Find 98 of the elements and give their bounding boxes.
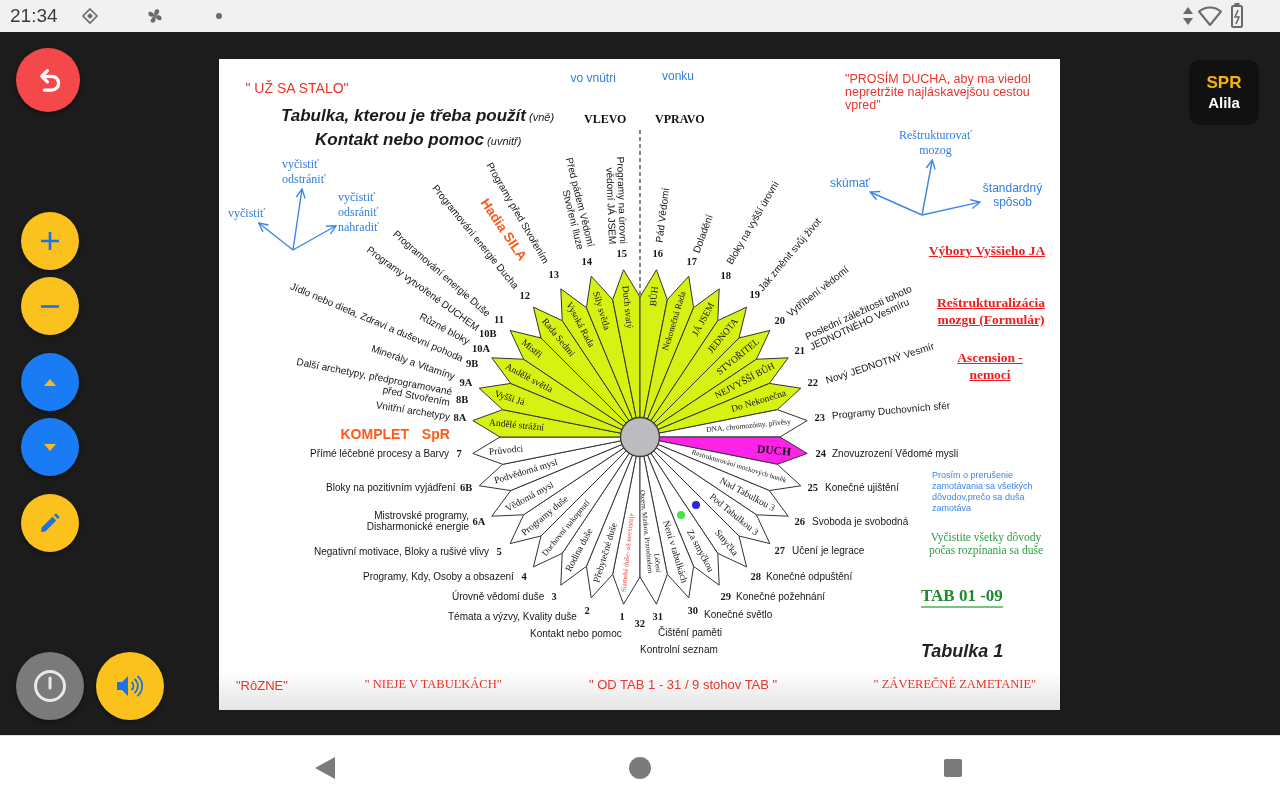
callout-number: 12 bbox=[519, 289, 530, 301]
callout-number: 7 bbox=[456, 447, 462, 459]
arrow-caption: vyčistiť odstrániť bbox=[280, 155, 329, 189]
petal-label: DUCH bbox=[756, 442, 792, 458]
callout-number: 25 bbox=[807, 481, 818, 493]
callout-number: 16 bbox=[652, 247, 663, 259]
subtitle: Kontakt nebo pomoc (uvnitř) bbox=[315, 130, 522, 150]
ray-label: Úrovně vědomí duše bbox=[452, 590, 545, 602]
callout-number: 4 bbox=[521, 570, 527, 582]
petal-label: Průvodci bbox=[488, 443, 525, 458]
callout-number: 10B bbox=[479, 327, 497, 339]
underlined-heading: Ascension - nemoci bbox=[956, 349, 1024, 383]
petal-label: Duch svatý bbox=[619, 285, 635, 332]
petal-label: BŮH bbox=[647, 285, 661, 309]
ray-label: Témata a výzvy, Kvality duše bbox=[448, 610, 577, 622]
arrow bbox=[869, 190, 923, 216]
footer-label: " NIEJE V TABUĽKÁCH" bbox=[364, 676, 502, 692]
callout-number: 2 bbox=[584, 604, 590, 616]
petal-label: Síly světla bbox=[591, 290, 613, 332]
callout-number: 19 bbox=[749, 288, 760, 300]
underlined-heading: Reštrukturalizácia mozgu (Formulár) bbox=[936, 294, 1046, 328]
callout-number: 23 bbox=[814, 411, 825, 423]
ray-label: Kontakt nebo pomoc bbox=[530, 627, 622, 639]
callout-number: 6B bbox=[460, 481, 473, 493]
callout-number: 24 bbox=[815, 447, 826, 459]
callout-number: 30 bbox=[687, 604, 698, 616]
ray-label: Negativní motivace, Bloky a rušivé vlivy bbox=[314, 545, 490, 557]
ray-label: Pád Vědomí bbox=[653, 186, 672, 243]
arrow-caption: skúmať bbox=[828, 174, 872, 192]
footer-label: " OD TAB 1 - 31 / 9 stohov TAB " bbox=[589, 676, 778, 692]
underlined-heading: TAB 01 -09 bbox=[921, 586, 1003, 608]
callout-number: 22 bbox=[807, 376, 818, 388]
ray-label: Konečné ujištění bbox=[825, 481, 899, 493]
ray-label: Mistrovské programy, Disharmonické energie bbox=[365, 510, 469, 532]
ray-label: Svoboda je svobodná bbox=[812, 515, 909, 527]
footer-label: " ZÁVEREČNÉ ZAMETANIE" bbox=[873, 676, 1037, 692]
note-text: Prosím o prerušenie zamotávania sa všetkých dôvodov,prečo sa duša zamotáva bbox=[932, 470, 1034, 514]
callout-number: 17 bbox=[686, 255, 697, 267]
direction-label: vo vnútri bbox=[570, 71, 616, 85]
status-time: 21:34 bbox=[10, 5, 58, 27]
callout-number: 13 bbox=[548, 268, 559, 280]
footer-label: "RôZNE" bbox=[236, 677, 288, 693]
callout-number: 15 bbox=[616, 247, 627, 259]
callout-number: 31 bbox=[652, 610, 663, 622]
side-heading: VLEVO bbox=[584, 111, 627, 127]
side-heading: VPRAVO bbox=[655, 111, 705, 127]
callout-number: 1 bbox=[619, 610, 625, 622]
callout-number: 14 bbox=[581, 255, 592, 267]
ray-label: Bloky na pozitivním vyjádření bbox=[326, 481, 456, 493]
ray-label: Přímé léčebné procesy a Barvy bbox=[310, 447, 449, 459]
arrow-caption: štandardný spôsob bbox=[980, 179, 1045, 211]
ray-label: Programy, Kdy, Osoby a obsazení bbox=[363, 570, 514, 582]
callout-number: 32 bbox=[634, 617, 645, 629]
ray-label: Programy Duchovních sfér bbox=[831, 399, 951, 421]
arrow-caption: vyčistiť bbox=[226, 204, 268, 223]
arrow-caption: Reštrukturovať mozog bbox=[896, 126, 975, 160]
callout-number: 6A bbox=[472, 515, 486, 527]
note-text: Vyčistite všetky dôvody počas rozpínania sa duše bbox=[928, 531, 1044, 557]
callout-number: 8A bbox=[453, 411, 467, 423]
callout-number: 3 bbox=[551, 590, 557, 602]
arrow bbox=[257, 222, 294, 251]
callout-number: 28 bbox=[750, 570, 761, 582]
callout-number: 21 bbox=[794, 344, 805, 356]
ray-label: Programy na úrovni vědomí JÁ JSEM bbox=[603, 155, 629, 245]
petal-label: Vyšší Já bbox=[493, 388, 527, 408]
callout-number: 9B bbox=[466, 357, 479, 369]
arrow bbox=[921, 199, 981, 216]
callout-number: 29 bbox=[720, 590, 731, 602]
callout-number: 27 bbox=[774, 544, 785, 556]
diagram-title: Tabulka, kterou je třeba použít (vně) bbox=[281, 106, 555, 126]
section-label: KOMPLET SpR bbox=[340, 426, 450, 442]
callout-number: 20 bbox=[774, 314, 785, 326]
callout-number: 18 bbox=[720, 269, 731, 281]
ray-label: Konečné požehnání bbox=[736, 590, 825, 602]
arrow bbox=[921, 159, 936, 216]
callout-number: 11 bbox=[494, 313, 504, 325]
arrow-caption: vyčistiť odsrániť nahradiť bbox=[336, 188, 383, 237]
callout-number: 10A bbox=[472, 342, 491, 354]
quote-note: " UŽ SA STALO" bbox=[245, 80, 349, 96]
user-button: SPR Alila bbox=[1189, 60, 1259, 125]
ray-label: Konečné odpuštění bbox=[766, 570, 853, 582]
callout-number: 9A bbox=[459, 376, 473, 388]
arrow bbox=[292, 188, 306, 251]
ray-label: Čištění paměti bbox=[658, 626, 722, 638]
callout-number: 8B bbox=[456, 393, 469, 405]
callout-number: 5 bbox=[496, 545, 502, 557]
ray-label: Učení je legrace bbox=[792, 544, 865, 556]
table-label: Tabulka 1 bbox=[921, 640, 1004, 662]
direction-label: vonku bbox=[662, 69, 695, 83]
ray-label: Konečné světlo bbox=[704, 608, 773, 620]
callout-number: 26 bbox=[794, 515, 805, 527]
underlined-heading: Výbory Vyššieho JA bbox=[928, 241, 1046, 259]
petal-label: Andělé strážní bbox=[488, 417, 546, 434]
ray-label: Kontrolní seznam bbox=[640, 643, 718, 655]
quote-note: "PROSÍM DUCHA, aby ma viedol nepretržite najláskavejšou cestou vpred" bbox=[845, 73, 1032, 112]
ray-label: Před pádem Vědomí Stvoření Iluze bbox=[559, 155, 597, 251]
ray-label: Znovuzrození Vědomé mysli bbox=[832, 447, 959, 459]
arrow bbox=[292, 225, 337, 251]
